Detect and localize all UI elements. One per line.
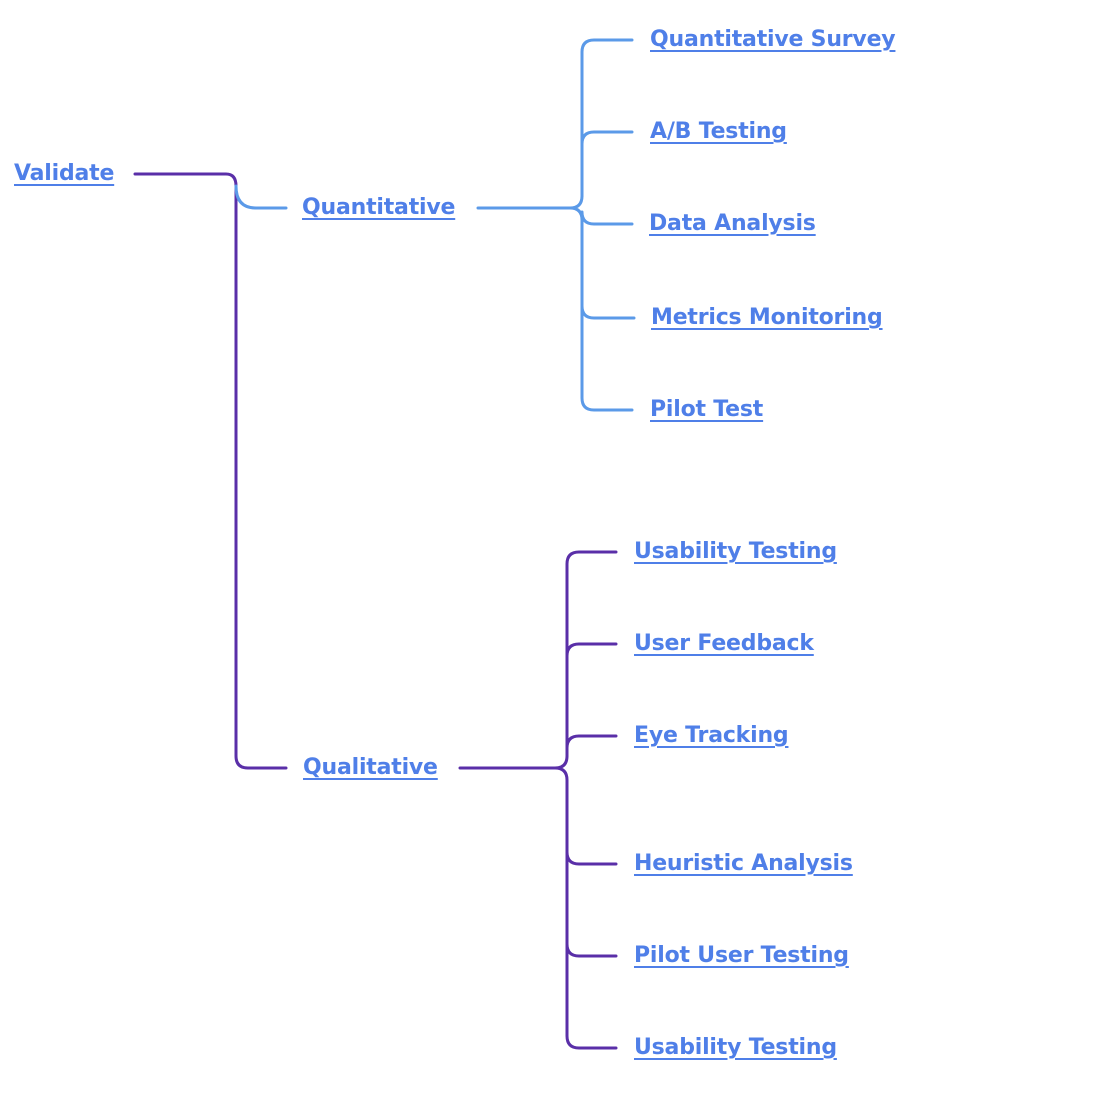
quantitative-line-ab	[580, 130, 634, 146]
leaf-eye-tracking[interactable]: Eye Tracking	[634, 723, 789, 748]
root-node-validate[interactable]: Validate	[14, 161, 115, 186]
root-to-quantitative	[234, 184, 288, 210]
branch-node-quantitative[interactable]: Quantitative	[302, 195, 456, 220]
qualitative-connectors	[458, 550, 618, 1050]
qualitative-line-pilot-user	[565, 942, 618, 958]
quantitative-line-data	[580, 210, 634, 226]
leaf-pilot-user-testing[interactable]: Pilot User Testing	[634, 943, 849, 968]
quantitative-lower-spine	[568, 206, 634, 412]
root-to-quantitative-line	[234, 184, 288, 210]
qualitative-line-eye	[565, 734, 618, 750]
qualitative-line-heuristic	[565, 850, 618, 866]
leaf-usability-testing-2[interactable]: Usability Testing	[634, 1035, 837, 1060]
branch-node-qualitative[interactable]: Qualitative	[303, 755, 438, 780]
qualitative-line-feedback	[565, 642, 618, 658]
leaf-quantitative-survey[interactable]: Quantitative Survey	[650, 27, 896, 52]
qualitative-lower-spine	[553, 766, 618, 1050]
leaf-usability-testing-1[interactable]: Usability Testing	[634, 539, 837, 564]
leaf-user-feedback[interactable]: User Feedback	[634, 631, 814, 656]
leaf-pilot-test[interactable]: Pilot Test	[650, 397, 764, 422]
leaf-data-analysis[interactable]: Data Analysis	[649, 211, 816, 236]
root-to-qualitative-line	[133, 172, 288, 770]
root-connectors	[133, 172, 288, 770]
leaf-metrics-monitoring[interactable]: Metrics Monitoring	[651, 305, 883, 330]
quantitative-connectors	[476, 38, 636, 412]
quantitative-line-metrics	[580, 304, 636, 320]
quantitative-spine	[580, 38, 634, 198]
quantitative-stem	[476, 194, 584, 210]
qualitative-stem	[458, 754, 569, 770]
qualitative-upper-spine	[565, 550, 618, 758]
leaf-ab-testing[interactable]: A/B Testing	[650, 119, 787, 144]
leaf-heuristic-analysis[interactable]: Heuristic Analysis	[634, 851, 853, 876]
